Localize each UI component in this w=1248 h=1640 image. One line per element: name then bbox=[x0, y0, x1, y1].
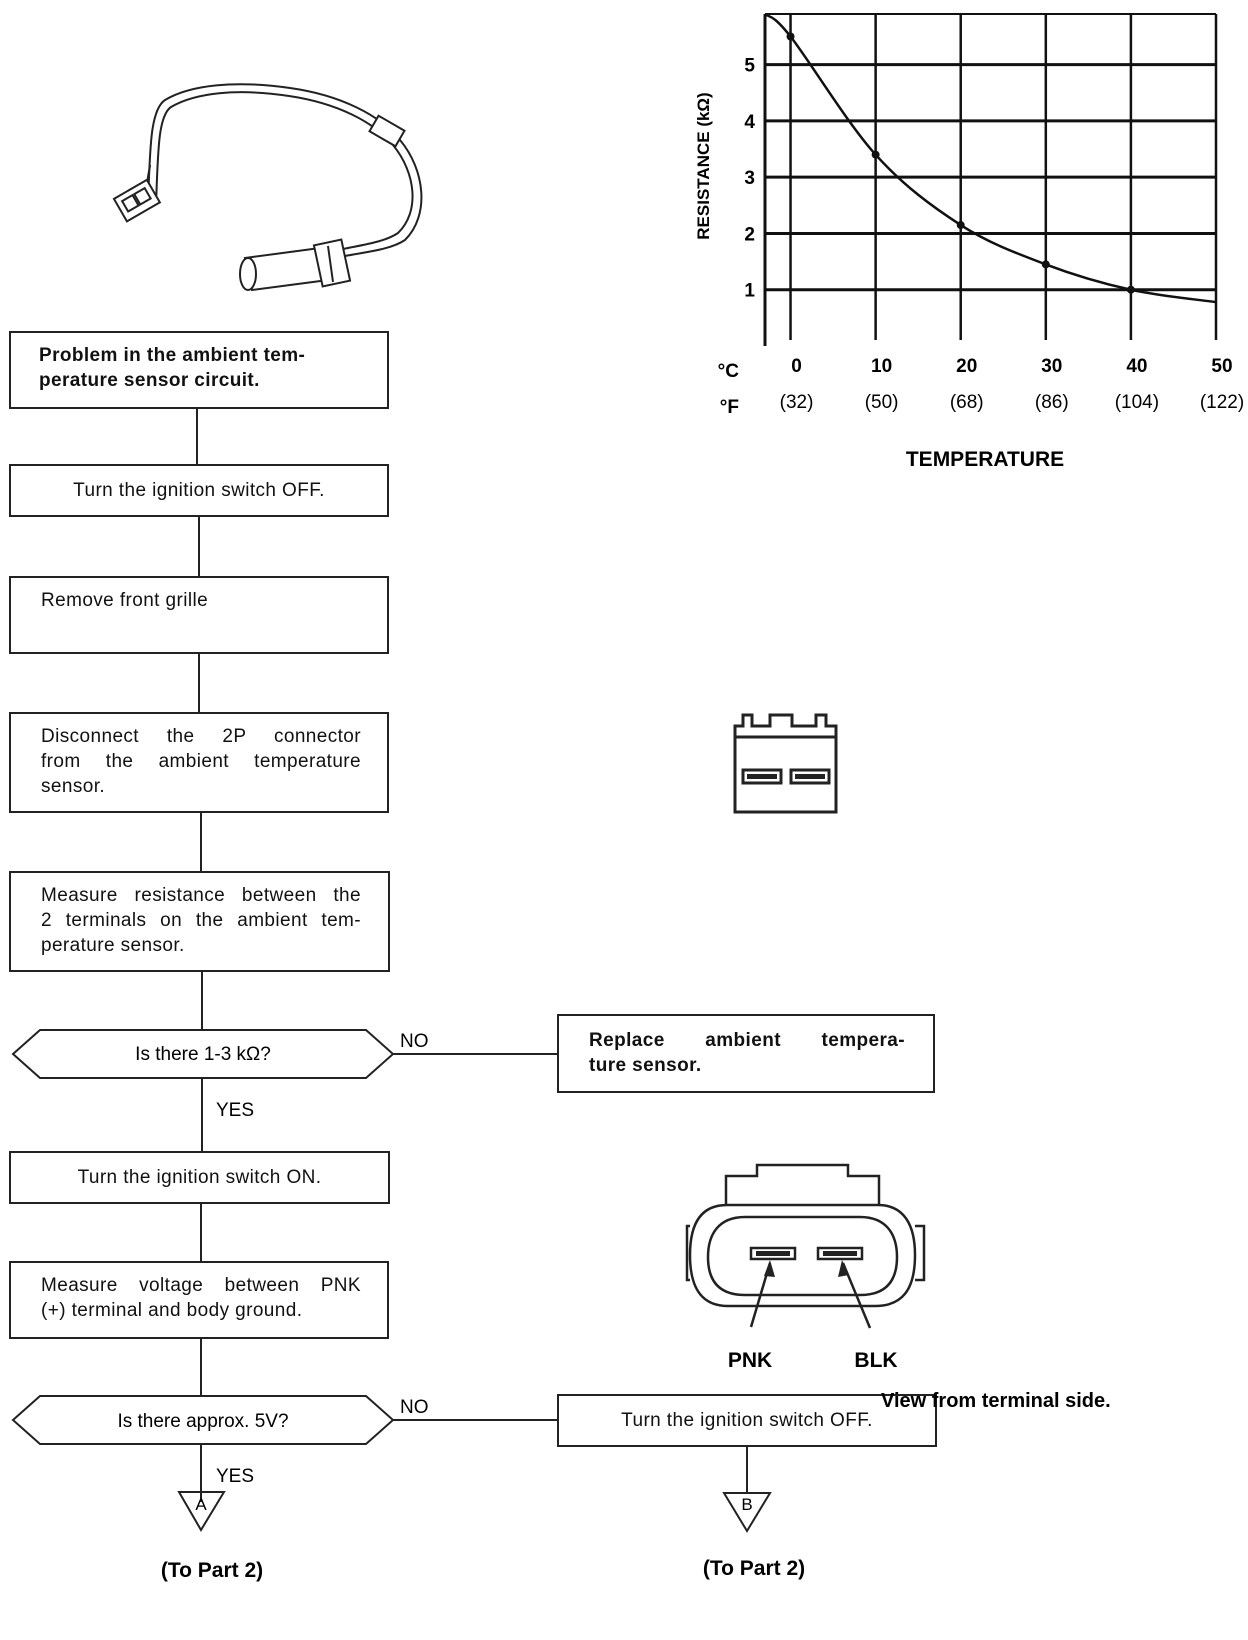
connector-housing-top-view bbox=[733, 713, 838, 814]
to-part2-b-label: (To Part 2) bbox=[703, 1557, 805, 1580]
decision-voltage-no-label: NO bbox=[400, 1397, 429, 1418]
step-box-measure-voltage: Measure voltage between PNK (+) terminal… bbox=[9, 1261, 389, 1339]
step-box-ignition-on: Turn the ignition switch ON. bbox=[9, 1151, 390, 1204]
to-part2-a-label: (To Part 2) bbox=[161, 1559, 263, 1582]
chart-x-tick-label-fahrenheit: (68) bbox=[950, 392, 984, 413]
blk-terminal-label: BLK bbox=[854, 1349, 897, 1372]
step-measure-resistance-line2: 2 terminals on the ambient tem- bbox=[41, 910, 361, 931]
decision-resistance-yes-label: YES bbox=[216, 1100, 254, 1121]
step-box-remove-grille: Remove front grille bbox=[9, 576, 389, 654]
chart-x-tick-label-fahrenheit: (122) bbox=[1200, 392, 1244, 413]
chart-data-point bbox=[871, 150, 880, 159]
step-remove-grille-text: Remove front grille bbox=[41, 590, 209, 611]
pnk-leader-arrowhead bbox=[764, 1260, 775, 1277]
step-measure-resistance-line1: Measure resistance between the bbox=[41, 885, 361, 906]
chart-data-point bbox=[786, 32, 795, 41]
chart-y-tick-label: 3 bbox=[744, 168, 755, 189]
offpage-connector-a-label: A bbox=[195, 1495, 207, 1514]
chart-x-tick-label-celsius: 40 bbox=[1126, 356, 1147, 377]
step-box-replace-sensor: Replace ambient tempera- ture sensor. bbox=[557, 1014, 935, 1093]
terminal-view-caption: View from terminal side. bbox=[881, 1390, 1111, 1412]
step-problem-line1: Problem in the ambient tem- bbox=[39, 345, 306, 366]
decision-voltage-text: Is there approx. 5V? bbox=[117, 1411, 288, 1432]
chart-x-tick-label-celsius: 30 bbox=[1041, 356, 1062, 377]
chart-y-tick-label: 5 bbox=[744, 56, 755, 77]
chart-y-tick-label: 1 bbox=[744, 281, 755, 302]
pnk-terminal-label: PNK bbox=[728, 1349, 772, 1372]
chart-celsius-unit-label: °C bbox=[718, 361, 740, 382]
chart-fahrenheit-unit-label: °F bbox=[720, 397, 739, 418]
chart-data-point bbox=[1041, 260, 1050, 269]
chart-x-tick-label-celsius: 0 bbox=[791, 356, 802, 377]
step-box-ignition-off: Turn the ignition switch OFF. bbox=[9, 464, 389, 517]
chart-x-axis-title: TEMPERATURE bbox=[906, 448, 1064, 471]
step-box-ignition-off-2: Turn the ignition switch OFF. bbox=[557, 1394, 937, 1447]
decision-voltage-shape bbox=[11, 1395, 395, 1445]
blk-leader-arrowhead bbox=[838, 1260, 849, 1277]
chart-y-tick-label: 4 bbox=[744, 112, 755, 133]
chart-x-tick-label-celsius: 10 bbox=[871, 356, 892, 377]
step-problem-line2: perature sensor circuit. bbox=[39, 370, 260, 391]
step-measure-voltage-line2: (+) terminal and body ground. bbox=[41, 1300, 303, 1321]
step-disconnect-line2: from the ambient temperature bbox=[41, 751, 361, 772]
step-replace-line2: ture sensor. bbox=[589, 1055, 702, 1076]
chart-x-tick-label-fahrenheit: (104) bbox=[1115, 392, 1159, 413]
chart-y-axis-title: RESISTANCE (kΩ) bbox=[694, 92, 713, 239]
chart-y-tick-label: 2 bbox=[744, 224, 755, 245]
chart-data-point bbox=[956, 221, 965, 230]
step-box-disconnect: Disconnect the 2P connector from the amb… bbox=[9, 712, 389, 813]
chart-x-tick-label-celsius: 50 bbox=[1211, 356, 1232, 377]
connector-terminal-side-view bbox=[685, 1163, 926, 1329]
offpage-connector-b bbox=[722, 1492, 772, 1533]
chart-series-curve bbox=[764, 12, 1217, 304]
offpage-connector-a bbox=[177, 1491, 226, 1532]
step-box-measure-resistance: Measure resistance between the 2 termina… bbox=[9, 871, 390, 972]
decision-resistance-shape bbox=[11, 1029, 395, 1079]
step-measure-voltage-line1: Measure voltage between PNK bbox=[41, 1275, 361, 1296]
step-measure-resistance-line3: perature sensor. bbox=[41, 935, 185, 956]
decision-resistance-text: Is there 1-3 kΩ? bbox=[135, 1044, 271, 1065]
step-ignition-off-text: Turn the ignition switch OFF. bbox=[73, 480, 325, 501]
resistance-temperature-chart: 123450(32)10(50)20(68)30(86)40(104)50(12… bbox=[694, 12, 1244, 471]
step-disconnect-line3: sensor. bbox=[41, 776, 106, 797]
step-ignition-on-text: Turn the ignition switch ON. bbox=[77, 1167, 322, 1188]
step-replace-line1: Replace ambient tempera- bbox=[589, 1030, 905, 1051]
decision-resistance-no-label: NO bbox=[400, 1031, 429, 1052]
chart-x-tick-label-fahrenheit: (32) bbox=[780, 392, 814, 413]
decision-voltage-yes-label: YES bbox=[216, 1466, 254, 1487]
chart-x-tick-label-celsius: 20 bbox=[956, 356, 977, 377]
step-disconnect-line1: Disconnect the 2P connector bbox=[41, 726, 361, 747]
offpage-connector-b-label: B bbox=[741, 1495, 752, 1514]
chart-x-tick-label-fahrenheit: (86) bbox=[1035, 392, 1069, 413]
step-ignition-off-2-text: Turn the ignition switch OFF. bbox=[621, 1410, 873, 1431]
ambient-sensor-illustration bbox=[112, 83, 423, 292]
chart-x-tick-label-fahrenheit: (50) bbox=[865, 392, 899, 413]
chart-data-point bbox=[1126, 285, 1135, 294]
step-box-problem: Problem in the ambient tem- perature sen… bbox=[9, 331, 389, 409]
